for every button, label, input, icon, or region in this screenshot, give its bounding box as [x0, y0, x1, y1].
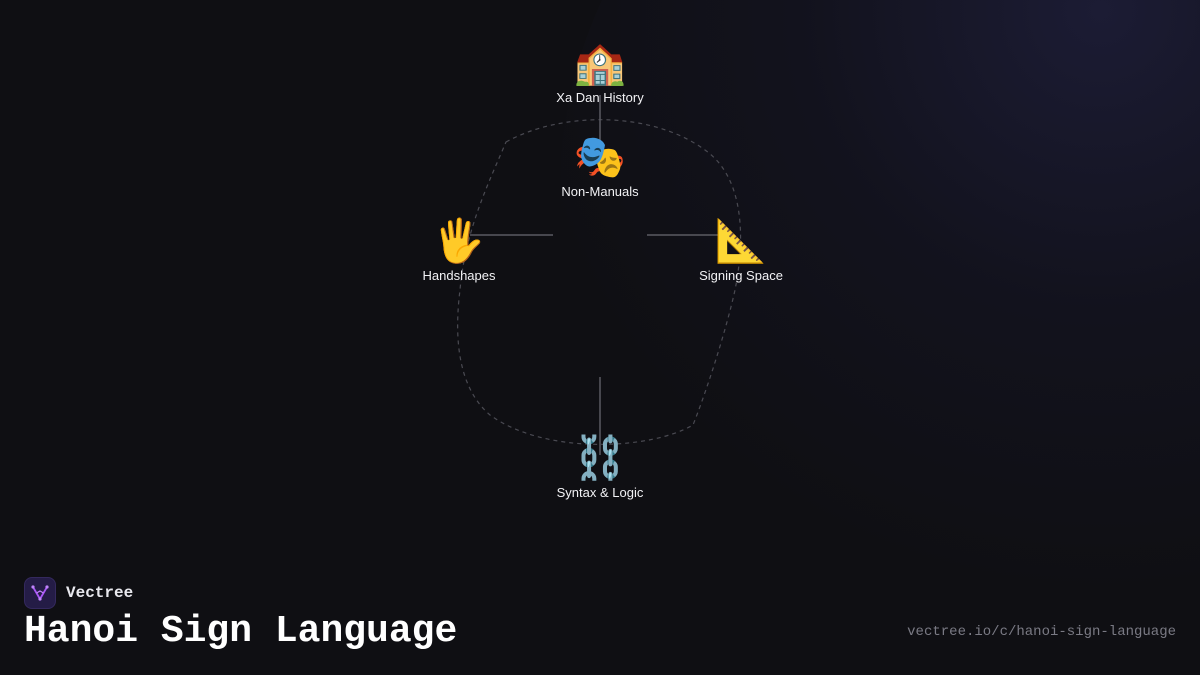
page-title: Hanoi Sign Language	[24, 610, 458, 653]
node-label: Handshapes	[422, 268, 496, 283]
brand-name: Vectree	[66, 584, 134, 602]
brand[interactable]: Vectree	[24, 577, 133, 609]
raised-hand-icon: 🖐️	[432, 216, 486, 265]
triangular-ruler-icon: 📐	[714, 216, 768, 265]
chains-icon: ⛓️	[573, 433, 627, 482]
node-signing-space[interactable]: 📐 Signing Space	[661, 216, 821, 283]
node-non-manuals[interactable]: 🎭 Non-Manuals	[520, 132, 680, 199]
school-icon: 🏫	[573, 38, 627, 87]
node-label: Signing Space	[699, 268, 783, 283]
theater-masks-icon: 🎭	[573, 132, 627, 181]
node-handshapes[interactable]: 🖐️ Handshapes	[379, 216, 539, 283]
vectree-logo-icon	[24, 577, 56, 609]
page-url[interactable]: vectree.io/c/hanoi-sign-language	[907, 624, 1176, 640]
node-xa-dan-history[interactable]: 🏫 Xa Dan History	[520, 38, 680, 105]
node-syntax-logic[interactable]: ⛓️ Syntax & Logic	[520, 433, 680, 500]
node-label: Xa Dan History	[556, 90, 644, 105]
node-label: Syntax & Logic	[556, 485, 644, 500]
node-label: Non-Manuals	[561, 184, 639, 199]
